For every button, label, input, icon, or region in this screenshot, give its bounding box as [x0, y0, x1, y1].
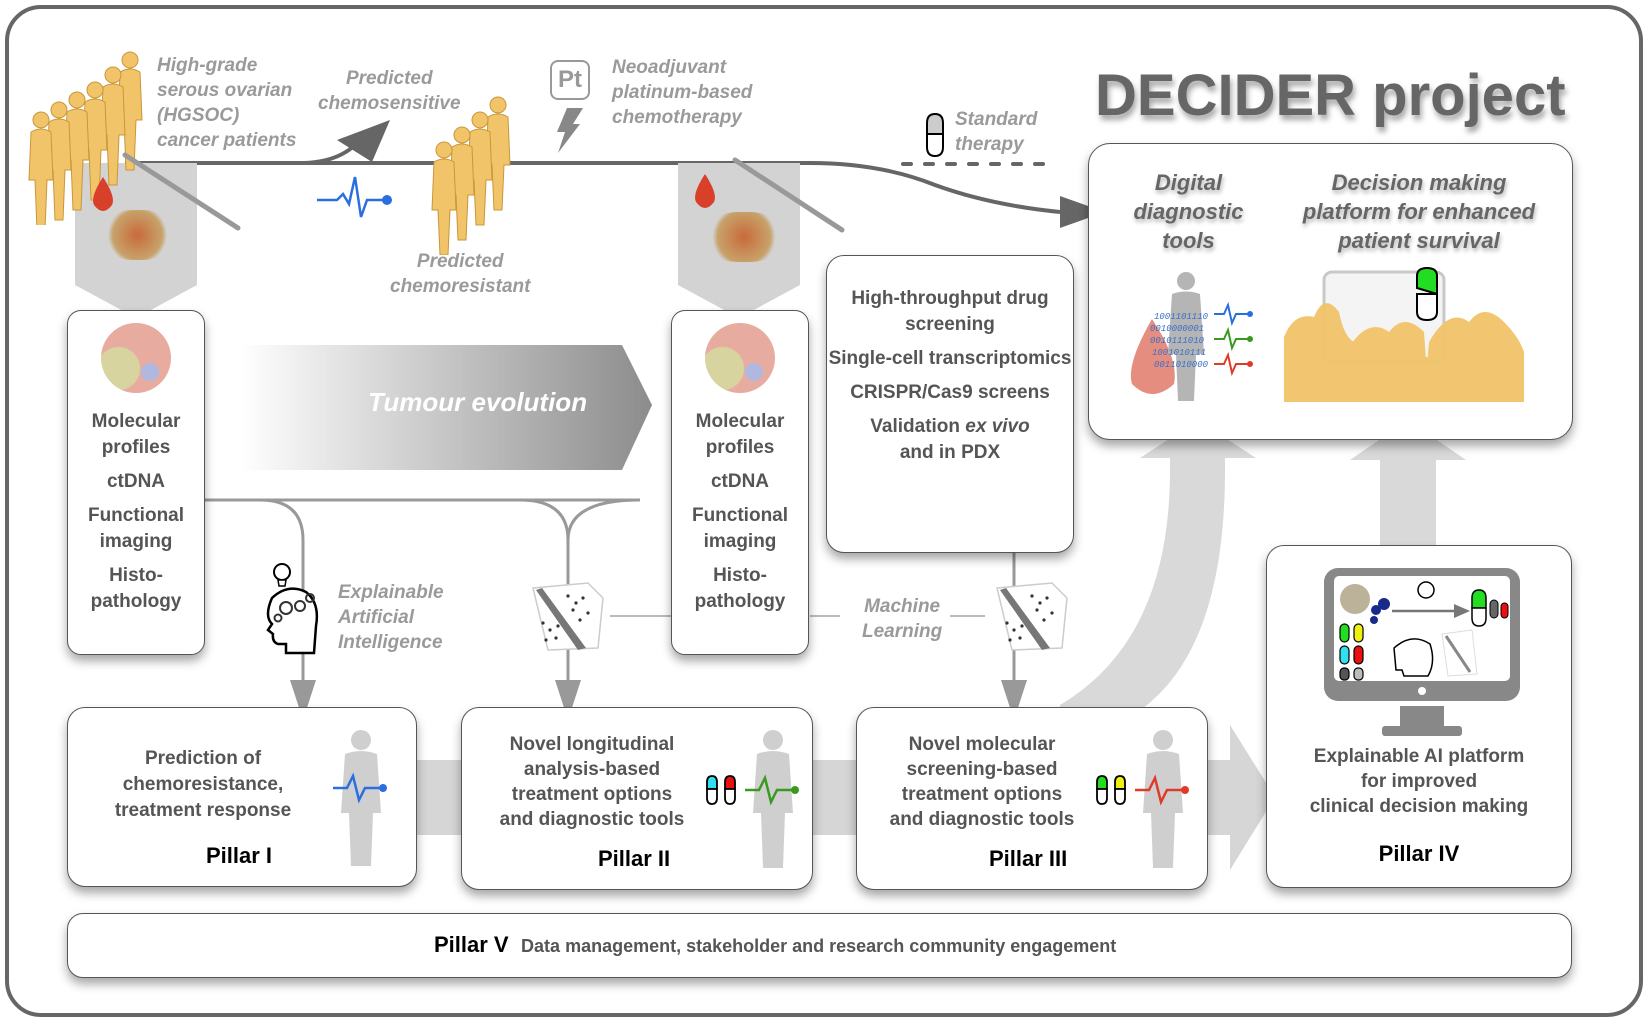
ecg-signal-icon [317, 176, 392, 218]
pillar-3-description: Novel molecular screening-based treatmen… [889, 734, 1075, 830]
pillar-5-label: Pillar V [434, 932, 509, 957]
pillar-2-label: Pillar II [598, 846, 671, 871]
svg-text:0011010000: 0011010000 [1154, 360, 1209, 370]
scalpel-icon [732, 157, 845, 233]
patient-cohort-icon [28, 51, 143, 225]
drug-capsules-icon [1096, 775, 1126, 805]
timeline-arrowhead [1060, 196, 1105, 228]
tumour-cell-cluster-icon [101, 323, 171, 393]
arrow-to-pillar-4 [1230, 725, 1275, 870]
lightning-icon [557, 108, 583, 153]
pillar-4-description: Explainable AI platform for improved cli… [1309, 746, 1529, 817]
timeline-main [300, 161, 1061, 214]
page-title: DECIDER project [1095, 63, 1566, 128]
machine-learning-cube-icon [532, 582, 604, 651]
pillar-5-description: Data management, stakeholder and researc… [521, 936, 1117, 956]
sample-data-list: Molecular profiles ctDNA Functional imag… [691, 411, 789, 612]
svg-text:0010000001: 0010000001 [1150, 324, 1204, 334]
arrow-to-pillar-2 [555, 680, 581, 720]
pillar-3-box: Novel molecular screening-based treatmen… [856, 707, 1208, 890]
pillar-2-description: Novel longitudinal analysis-based treatm… [499, 734, 685, 830]
clinical-team-icon [1284, 266, 1524, 402]
ai-platform-monitor-icon [1324, 568, 1520, 736]
chemoresistant-label: Predicted chemoresistant [390, 251, 531, 297]
capsule-icon [926, 112, 944, 158]
tumour-cell-cluster-icon [705, 323, 775, 393]
arrow-to-pillar-1 [290, 680, 316, 720]
decision-platform-label: Decision making platform for enhanced pa… [1302, 170, 1536, 253]
svg-text:1001010111: 1001010111 [1152, 348, 1206, 358]
pillar-1-description: Prediction of chemoresistance, treatment… [114, 748, 292, 821]
blood-drop-icon [695, 174, 715, 208]
pillar-3-label: Pillar III [989, 846, 1068, 871]
explainable-ai-head-icon [266, 563, 319, 655]
scalpel-icon [122, 152, 241, 231]
patient-body-icon [745, 730, 799, 868]
screening-methods-list: High-throughput drug screening Single-ce… [827, 286, 1073, 474]
pillar-1-label: Pillar I [206, 843, 273, 868]
sample-data-box-1: Molecular profiles ctDNA Functional imag… [67, 310, 205, 655]
sample-data-box-2: Molecular profiles ctDNA Functional imag… [671, 310, 809, 655]
patient-body-icon [1135, 730, 1189, 868]
blood-drop-icon [93, 177, 113, 211]
machine-learning-cube-icon [996, 582, 1068, 651]
tumour-tissue-icon [708, 212, 780, 262]
chemosensitive-arrowhead [337, 120, 390, 162]
pillar-5-content: Pillar V Data management, stakeholder an… [434, 932, 1116, 958]
digital-diagnostics-icon: 1001101110 0010000001 0010111010 1001010… [1130, 272, 1253, 401]
svg-text:0010111010: 0010111010 [1150, 336, 1205, 346]
platinum-icon: Pt [550, 60, 590, 100]
machine-learning-label: Machine Learning [862, 596, 943, 642]
project-goals-box: Digital diagnostic tools Decision making… [1088, 143, 1573, 440]
arrow-to-decision-platform [1350, 420, 1466, 460]
pillar-4-box: Explainable AI platform for improved cli… [1266, 545, 1572, 888]
digital-tools-label: Digital diagnostic tools [1133, 170, 1244, 253]
chemotherapy-label: Neoadjuvant platinum-based chemotherapy [612, 57, 753, 128]
arc-arrow-to-digital-tools [1060, 455, 1225, 740]
pillar-5-box: Pillar V Data management, stakeholder an… [67, 913, 1572, 978]
tumour-evolution-arrow [240, 345, 652, 470]
patient-body-icon [333, 730, 387, 866]
chemosensitive-label: Predicted chemosensitive [318, 68, 461, 114]
chemoresistant-patients-icon [431, 96, 511, 255]
patients-label: High-grade serous ovarian (HGSOC) cancer… [157, 55, 297, 151]
tumour-evolution-label: Tumour evolution [368, 387, 588, 417]
drug-capsules-icon [706, 775, 736, 805]
tumour-tissue-icon [105, 210, 170, 260]
standard-therapy-label: Standard therapy [955, 109, 1038, 155]
sample-data-list: Molecular profiles ctDNA Functional imag… [87, 411, 185, 612]
pillar-2-box: Novel longitudinal analysis-based treatm… [461, 707, 813, 890]
svg-text:1001101110: 1001101110 [1154, 312, 1209, 322]
screening-methods-box: High-throughput drug screening Single-ce… [826, 255, 1074, 553]
pillar-1-box: Prediction of chemoresistance, treatment… [67, 707, 417, 887]
explainable-ai-label: Explainable Artificial Intelligence [338, 582, 444, 653]
arrow-to-pillar-3 [1001, 680, 1027, 720]
pillar-4-label: Pillar IV [1378, 841, 1460, 866]
